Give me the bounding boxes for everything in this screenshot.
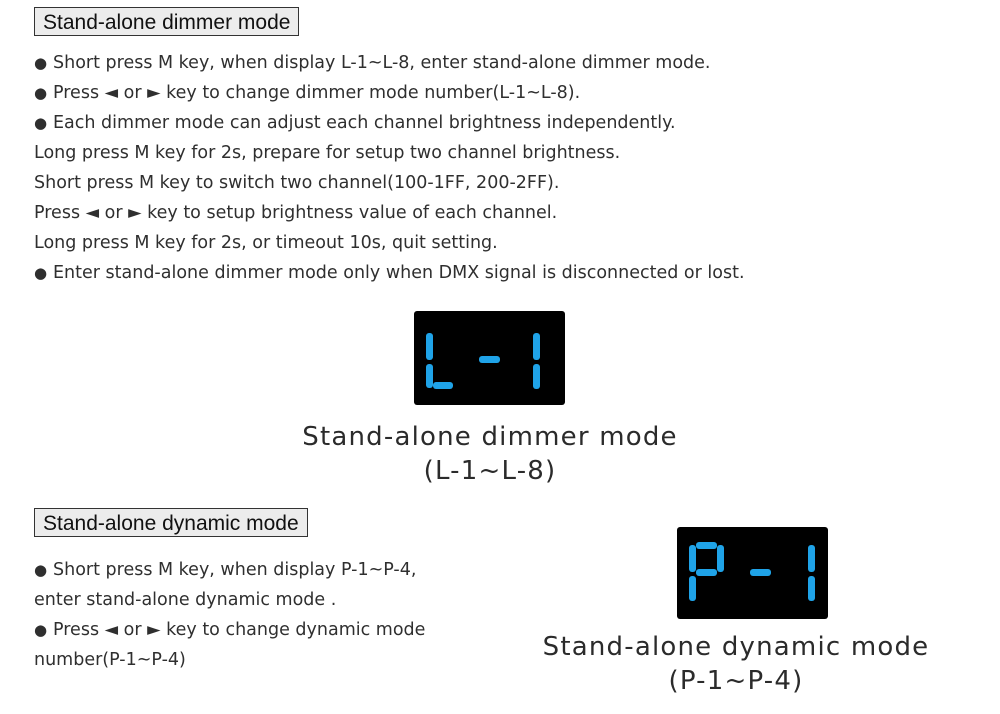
- caption-title: Stand-alone dimmer mode: [302, 422, 678, 452]
- instruction-line: ●Short press M key, when display L-1~L-8…: [34, 53, 711, 73]
- instruction-line: ●Press ◄ or ► key to change dimmer mode …: [34, 83, 581, 103]
- led-display-dynamic: [677, 527, 828, 619]
- section-heading-dimmer: Stand-alone dimmer mode: [34, 7, 300, 36]
- led-char-L: [426, 333, 453, 389]
- caption-title: Stand-alone dynamic mode: [542, 632, 930, 662]
- instruction-line: ●Each dimmer mode can adjust each channe…: [34, 113, 676, 133]
- led-char-1: [808, 545, 815, 601]
- instruction-line: number(P-1~P-4): [34, 650, 186, 670]
- section-heading-dynamic: Stand-alone dynamic mode: [34, 508, 308, 537]
- instruction-line: Long press M key for 2s, or timeout 10s,…: [34, 233, 498, 253]
- instruction-line: ●Short press M key, when display P-1~P-4…: [34, 560, 417, 580]
- led-char-dash: [750, 569, 771, 576]
- instruction-line: enter stand-alone dynamic mode .: [34, 590, 337, 610]
- dynamic-instructions: ●Short press M key, when display P-1~P-4…: [34, 555, 425, 675]
- dimmer-mode-caption: Stand-alone dimmer mode (L-1~L-8): [290, 420, 690, 488]
- dynamic-mode-caption: Stand-alone dynamic mode (P-1~P-4): [540, 630, 932, 698]
- led-char-dash: [479, 356, 500, 363]
- dimmer-instructions: ●Short press M key, when display L-1~L-8…: [34, 48, 745, 288]
- instruction-line: Press ◄ or ► key to setup brightness val…: [34, 203, 558, 223]
- instruction-line: Short press M key to switch two channel(…: [34, 173, 560, 193]
- led-char-1: [533, 333, 540, 389]
- led-char-P: [689, 542, 724, 601]
- led-display-dimmer: [414, 311, 565, 405]
- instruction-line: ●Press ◄ or ► key to change dynamic mode: [34, 620, 426, 640]
- caption-range: (P-1~P-4): [668, 666, 804, 696]
- caption-range: (L-1~L-8): [423, 456, 557, 486]
- instruction-line: Long press M key for 2s, prepare for set…: [34, 143, 621, 163]
- instruction-line: ●Enter stand-alone dimmer mode only when…: [34, 263, 745, 283]
